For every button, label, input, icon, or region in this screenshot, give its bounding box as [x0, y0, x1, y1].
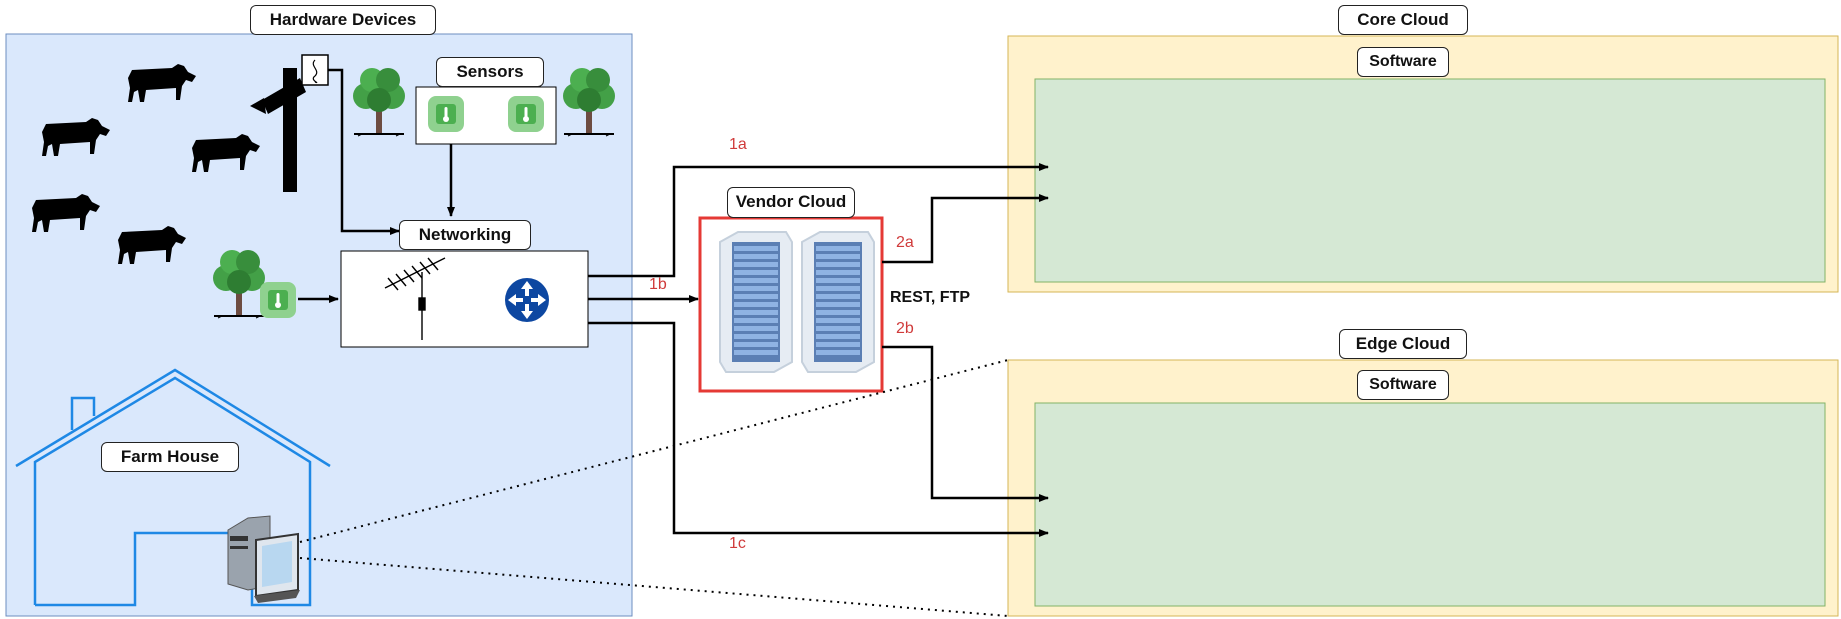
edge-cloud-title: Edge Cloud: [1339, 329, 1467, 359]
thermometer-sensor-icon: [428, 96, 464, 132]
connectors: [298, 68, 1049, 537]
sensors-title: Sensors: [436, 57, 544, 87]
vendor-cloud-title: Vendor Cloud: [727, 187, 855, 218]
dotted-lines: [299, 359, 1009, 617]
edge-label-1a: 1a: [729, 136, 747, 153]
edge-software-panel: [1034, 402, 1826, 607]
router-icon: [505, 278, 549, 322]
arrow-2a: [882, 194, 1049, 264]
core-cloud-title: Core Cloud: [1338, 5, 1468, 35]
thermometer-sensor-icon: [260, 282, 296, 318]
networking-box: [340, 250, 589, 348]
arrow-1c: [588, 321, 1049, 537]
edge-label-1b: 1b: [649, 276, 667, 293]
arrow-1a: [588, 163, 1049, 278]
hardware-devices-title: Hardware Devices: [250, 5, 436, 35]
farm-house-title: Farm House: [101, 442, 239, 472]
house-icon: [15, 368, 331, 607]
computer-icon: [227, 515, 300, 603]
networking-title: Networking: [399, 220, 531, 250]
server-rack-icon: [719, 231, 793, 373]
edge-label-1c: 1c: [729, 535, 746, 552]
edge-label-2a: 2a: [896, 234, 914, 251]
protocols-label: REST, FTP: [890, 289, 971, 306]
edge-software-label: Software: [1357, 370, 1449, 400]
camera-icon: [250, 54, 329, 192]
core-software-label: Software: [1357, 47, 1449, 77]
antenna-icon: [384, 257, 446, 340]
edge-label-2b: 2b: [896, 320, 914, 337]
arrow-2b: [882, 345, 1049, 502]
thermometer-sensor-icon: [508, 96, 544, 132]
core-software-panel: [1034, 78, 1826, 283]
server-rack-icon: [801, 231, 875, 373]
arrow-camera-to-networking: [328, 68, 400, 235]
